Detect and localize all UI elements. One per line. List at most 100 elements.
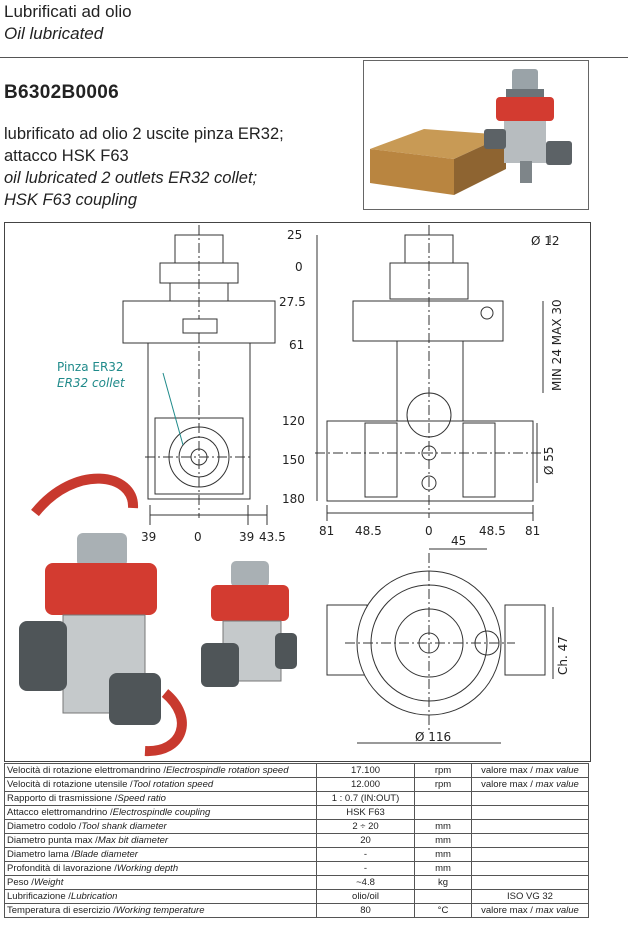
spec-label: Lubrificazione /Lubrication: [4, 889, 317, 904]
dim-bottom-0: 0: [194, 530, 202, 544]
spec-value: ~4.8: [316, 875, 415, 890]
header-divider: [0, 57, 628, 58]
spec-row: Attacco elettromandrino /Electrospindle …: [4, 805, 589, 820]
spec-unit: rpm: [414, 777, 472, 792]
spec-value: 20: [316, 833, 415, 848]
product-description: lubrificato ad olio 2 uscite pinza ER32;…: [4, 123, 359, 211]
spec-label-it: Lubrificazione /: [7, 891, 71, 902]
spec-label-it: Temperatura di esercizio /: [7, 905, 116, 916]
drawing-canvas: Pinza ER32 ER32 collet 25 0 27.5 61 120 …: [19, 225, 570, 757]
spec-value: 17.100: [316, 763, 415, 778]
spec-value: olio/oil: [316, 889, 415, 904]
render-small: [201, 561, 297, 687]
dim-bottom-39-right: 39: [239, 530, 254, 544]
spec-label: Diametro punta max /Max bit diameter: [4, 833, 317, 848]
spec-value: 1 : 0.7 (IN:OUT): [316, 791, 415, 806]
collet-label-en: ER32 collet: [57, 376, 126, 390]
spec-note: valore max / max value: [471, 763, 589, 778]
spec-label: Attacco elettromandrino /Electrospindle …: [4, 805, 317, 820]
spec-value: HSK F63: [316, 805, 415, 820]
spec-label: Diametro lama /Blade diameter: [4, 847, 317, 862]
spec-note: [471, 805, 589, 820]
dim-150: 150: [282, 453, 305, 467]
dim-27-5: 27.5: [279, 295, 306, 309]
technical-drawing: Pinza ER32 ER32 collet 25 0 27.5 61 120 …: [4, 222, 591, 762]
spec-value: 12.000: [316, 777, 415, 792]
spec-label: Profondità di lavorazione /Working depth: [4, 861, 317, 876]
dim-180: 180: [282, 492, 305, 506]
spec-note-en: max value: [535, 905, 579, 916]
spec-label-it: Diametro punta max /: [7, 835, 98, 846]
spec-unit: °C: [414, 903, 472, 918]
spec-note-it: ISO VG 32: [507, 891, 553, 902]
side-dim-0: 0: [425, 524, 433, 538]
product-code: B6302B0006: [4, 82, 119, 103]
spec-note: [471, 861, 589, 876]
spec-label-it: Rapporto di trasmissione /: [7, 793, 118, 804]
spec-label-en: Blade diameter: [74, 849, 138, 860]
spec-value: -: [316, 861, 415, 876]
side-dim-48-5-left: 48.5: [355, 524, 382, 538]
dim-ch-47: Ch. 47: [556, 636, 570, 675]
spec-row: Velocità di rotazione elettromandrino /E…: [4, 763, 589, 778]
spec-unit: mm: [414, 847, 472, 862]
spec-note-it: valore max /: [481, 779, 533, 790]
spec-unit: mm: [414, 833, 472, 848]
description-en-line2: HSK F63 coupling: [4, 191, 137, 209]
side-dim-81-left: 81: [319, 524, 334, 538]
spec-note-en: max value: [535, 779, 579, 790]
spec-note: valore max / max value: [471, 903, 589, 918]
dim-120: 120: [282, 414, 305, 428]
spec-note: valore max / max value: [471, 777, 589, 792]
dim-bottom-43-5: 43.5: [259, 530, 286, 544]
side-dim-48-5-right: 48.5: [479, 524, 506, 538]
spec-note: ISO VG 32: [471, 889, 589, 904]
product-photo: [363, 60, 589, 210]
spec-note: [471, 847, 589, 862]
dim-45: 45: [451, 534, 466, 548]
side-view: [315, 225, 551, 521]
spec-label-it: Profondità di lavorazione /: [7, 863, 117, 874]
spec-label: Velocità di rotazione elettromandrino /E…: [4, 763, 317, 778]
dim-diameter-12: Ø 12: [531, 234, 560, 248]
product-photo-illustration: [370, 69, 572, 195]
spec-note-it: valore max /: [481, 905, 533, 916]
spec-row: Temperatura di esercizio /Working temper…: [4, 903, 589, 918]
spec-note: [471, 833, 589, 848]
description-en-line1: oil lubricated 2 outlets ER32 collet;: [4, 169, 258, 187]
spec-label-it: Diametro codolo /: [7, 821, 82, 832]
spec-label-en: Speed ratio: [117, 793, 166, 804]
spec-label: Peso /Weight: [4, 875, 317, 890]
spec-label: Velocità di rotazione utensile /Tool rot…: [4, 777, 317, 792]
spec-label-en: Tool rotation speed: [132, 779, 214, 790]
collet-label-it: Pinza ER32: [57, 360, 124, 374]
spec-unit: mm: [414, 819, 472, 834]
spec-unit: rpm: [414, 763, 472, 778]
spec-row: Velocità di rotazione utensile /Tool rot…: [4, 777, 589, 792]
section-title: Lubrificati ad olio: [4, 2, 132, 21]
spec-note: [471, 875, 589, 890]
spec-label-en: Lubrication: [70, 891, 118, 902]
front-view: [122, 225, 276, 525]
dim-min-max: MIN 24 MAX 30: [550, 299, 564, 391]
spec-row: Profondità di lavorazione /Working depth…: [4, 861, 589, 876]
spec-label: Rapporto di trasmissione /Speed ratio: [4, 791, 317, 806]
spec-unit: [414, 889, 472, 904]
spec-label: Diametro codolo /Tool shank diameter: [4, 819, 317, 834]
spec-value: 80: [316, 903, 415, 918]
spec-label-en: Weight: [33, 877, 64, 888]
dim-61: 61: [289, 338, 304, 352]
spec-table: Velocità di rotazione elettromandrino /E…: [4, 763, 589, 918]
spec-label-it: Velocità di rotazione utensile /: [7, 779, 133, 790]
spec-label-it: Diametro lama /: [7, 849, 75, 860]
description-it-line1: lubrificato ad olio 2 uscite pinza ER32;: [4, 125, 284, 143]
spec-label-en: Working temperature: [115, 905, 205, 916]
spec-label-it: Attacco elettromandrino /: [7, 807, 113, 818]
description-it-line2: attacco HSK F63: [4, 147, 129, 165]
spec-label-en: Electrospindle coupling: [112, 807, 211, 818]
top-view: [326, 548, 554, 744]
